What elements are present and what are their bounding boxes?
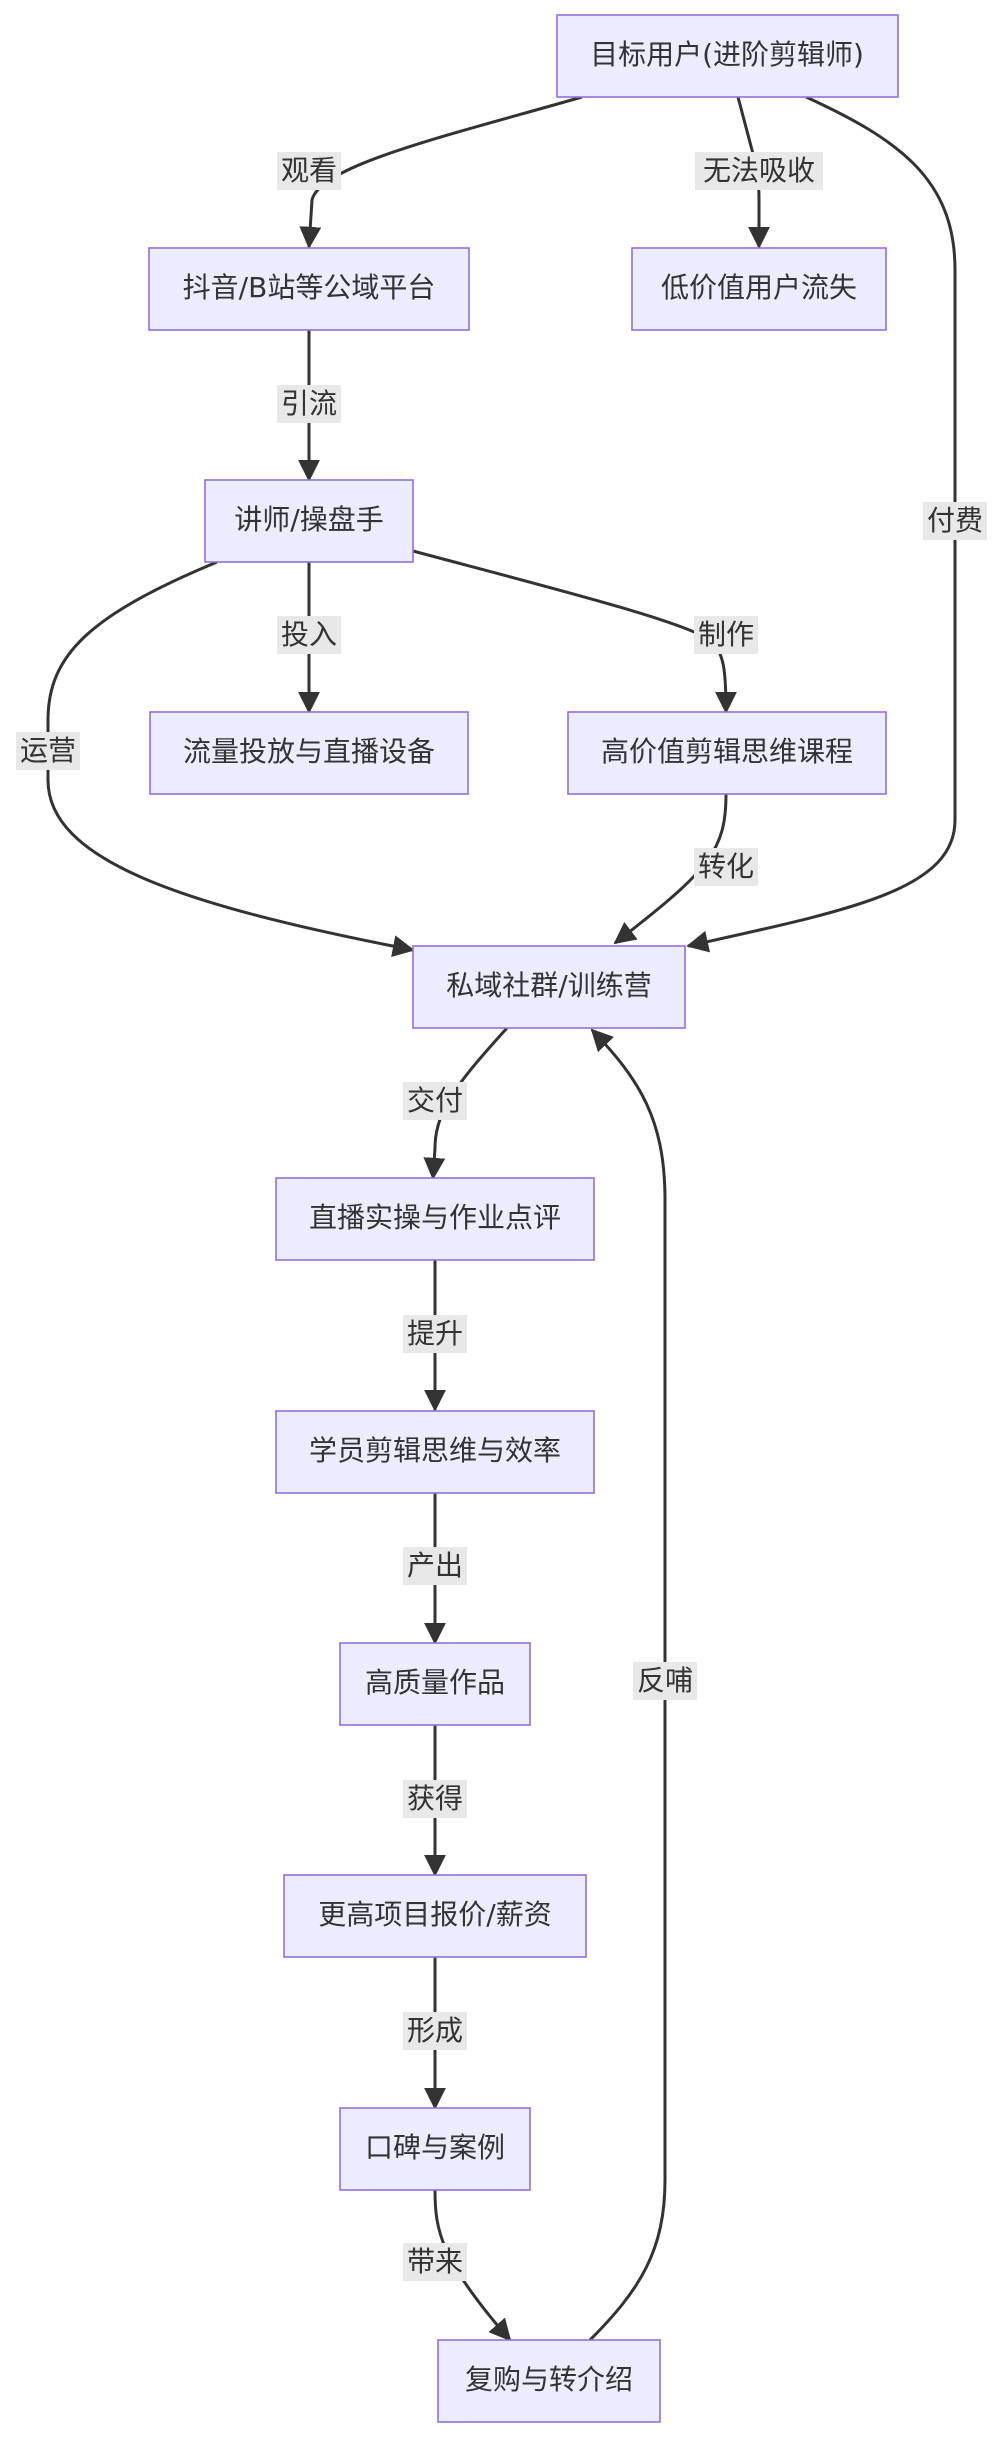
node-traffic-equipment: 流量投放与直播设备	[149, 711, 469, 795]
node-low-value-loss: 低价值用户流失	[631, 247, 887, 331]
edge-label-watch-text: 观看	[281, 154, 337, 187]
node-live-practice-label: 直播实操与作业点评	[309, 1201, 561, 1234]
edge-lecturer-to-course	[412, 549, 737, 714]
node-public-platform-label: 抖音/B站等公域平台	[183, 271, 436, 304]
edge-label-make: 制作	[694, 616, 758, 654]
node-lecturer-label: 讲师/操盘手	[234, 503, 383, 536]
edge-label-form-text: 形成	[407, 2014, 463, 2047]
edge-repurchase-to-community-feedback	[588, 1028, 667, 2342]
edge-label-convert: 转化	[694, 848, 758, 886]
edge-label-output-text: 产出	[407, 1549, 463, 1582]
node-repurchase-label: 复购与转介绍	[465, 2363, 633, 2396]
edge-label-cannot-absorb-text: 无法吸收	[703, 154, 815, 187]
edge-label-deliver: 交付	[403, 1082, 467, 1120]
edge-label-output: 产出	[403, 1547, 467, 1585]
edge-label-deliver-text: 交付	[407, 1084, 463, 1117]
edge-label-obtain: 获得	[403, 1780, 467, 1818]
edge-label-divert: 引流	[277, 385, 341, 423]
node-community-label: 私域社群/训练营	[446, 969, 651, 1002]
node-course-label: 高价值剪辑思维课程	[601, 735, 853, 768]
edge-label-feedback-text: 反哺	[637, 1664, 693, 1697]
edge-label-make-text: 制作	[698, 618, 754, 651]
node-reputation-label: 口碑与案例	[365, 2131, 505, 2164]
edge-label-improve: 提升	[403, 1315, 467, 1353]
edge-label-bring-text: 带来	[407, 2245, 463, 2278]
edge-target-to-platform	[299, 95, 583, 249]
edge-label-bring: 带来	[403, 2243, 467, 2281]
node-target-user-label: 目标用户(进阶剪辑师)	[590, 38, 864, 71]
node-reputation: 口碑与案例	[339, 2107, 531, 2191]
edge-label-pay: 付费	[923, 502, 987, 540]
node-low-value-loss-label: 低价值用户流失	[661, 271, 857, 304]
edge-label-pay-text: 付费	[927, 504, 983, 537]
node-public-platform: 抖音/B站等公域平台	[148, 247, 470, 331]
edge-label-operate: 运营	[16, 732, 80, 770]
edge-target-to-community-pay	[686, 95, 957, 953]
node-quality-work: 高质量作品	[339, 1642, 531, 1726]
node-community: 私域社群/训练营	[412, 945, 686, 1029]
edge-label-invest-text: 投入	[281, 618, 337, 651]
node-traffic-equipment-label: 流量投放与直播设备	[183, 735, 435, 768]
edge-label-invest: 投入	[277, 616, 341, 654]
edge-label-improve-text: 提升	[407, 1317, 463, 1350]
edge-label-feedback: 反哺	[633, 1662, 697, 1700]
edge-label-obtain-text: 获得	[407, 1782, 463, 1815]
node-repurchase: 复购与转介绍	[437, 2339, 661, 2423]
node-target-user: 目标用户(进阶剪辑师)	[556, 14, 899, 98]
edge-label-watch: 观看	[277, 152, 341, 190]
node-lecturer: 讲师/操盘手	[204, 479, 414, 563]
node-higher-pay: 更高项目报价/薪资	[283, 1874, 587, 1958]
node-student-skill-label: 学员剪辑思维与效率	[309, 1434, 561, 1467]
edge-label-operate-text: 运营	[20, 734, 76, 767]
node-course: 高价值剪辑思维课程	[567, 711, 887, 795]
edge-lecturer-to-community-operate	[46, 560, 415, 957]
edge-label-divert-text: 引流	[281, 387, 337, 420]
node-live-practice: 直播实操与作业点评	[275, 1177, 595, 1261]
node-quality-work-label: 高质量作品	[365, 1666, 505, 1699]
edge-label-convert-text: 转化	[698, 850, 754, 883]
edge-label-cannot-absorb: 无法吸收	[695, 152, 823, 190]
node-student-skill: 学员剪辑思维与效率	[275, 1410, 595, 1494]
node-higher-pay-label: 更高项目报价/薪资	[318, 1898, 551, 1931]
edge-label-form: 形成	[403, 2012, 467, 2050]
